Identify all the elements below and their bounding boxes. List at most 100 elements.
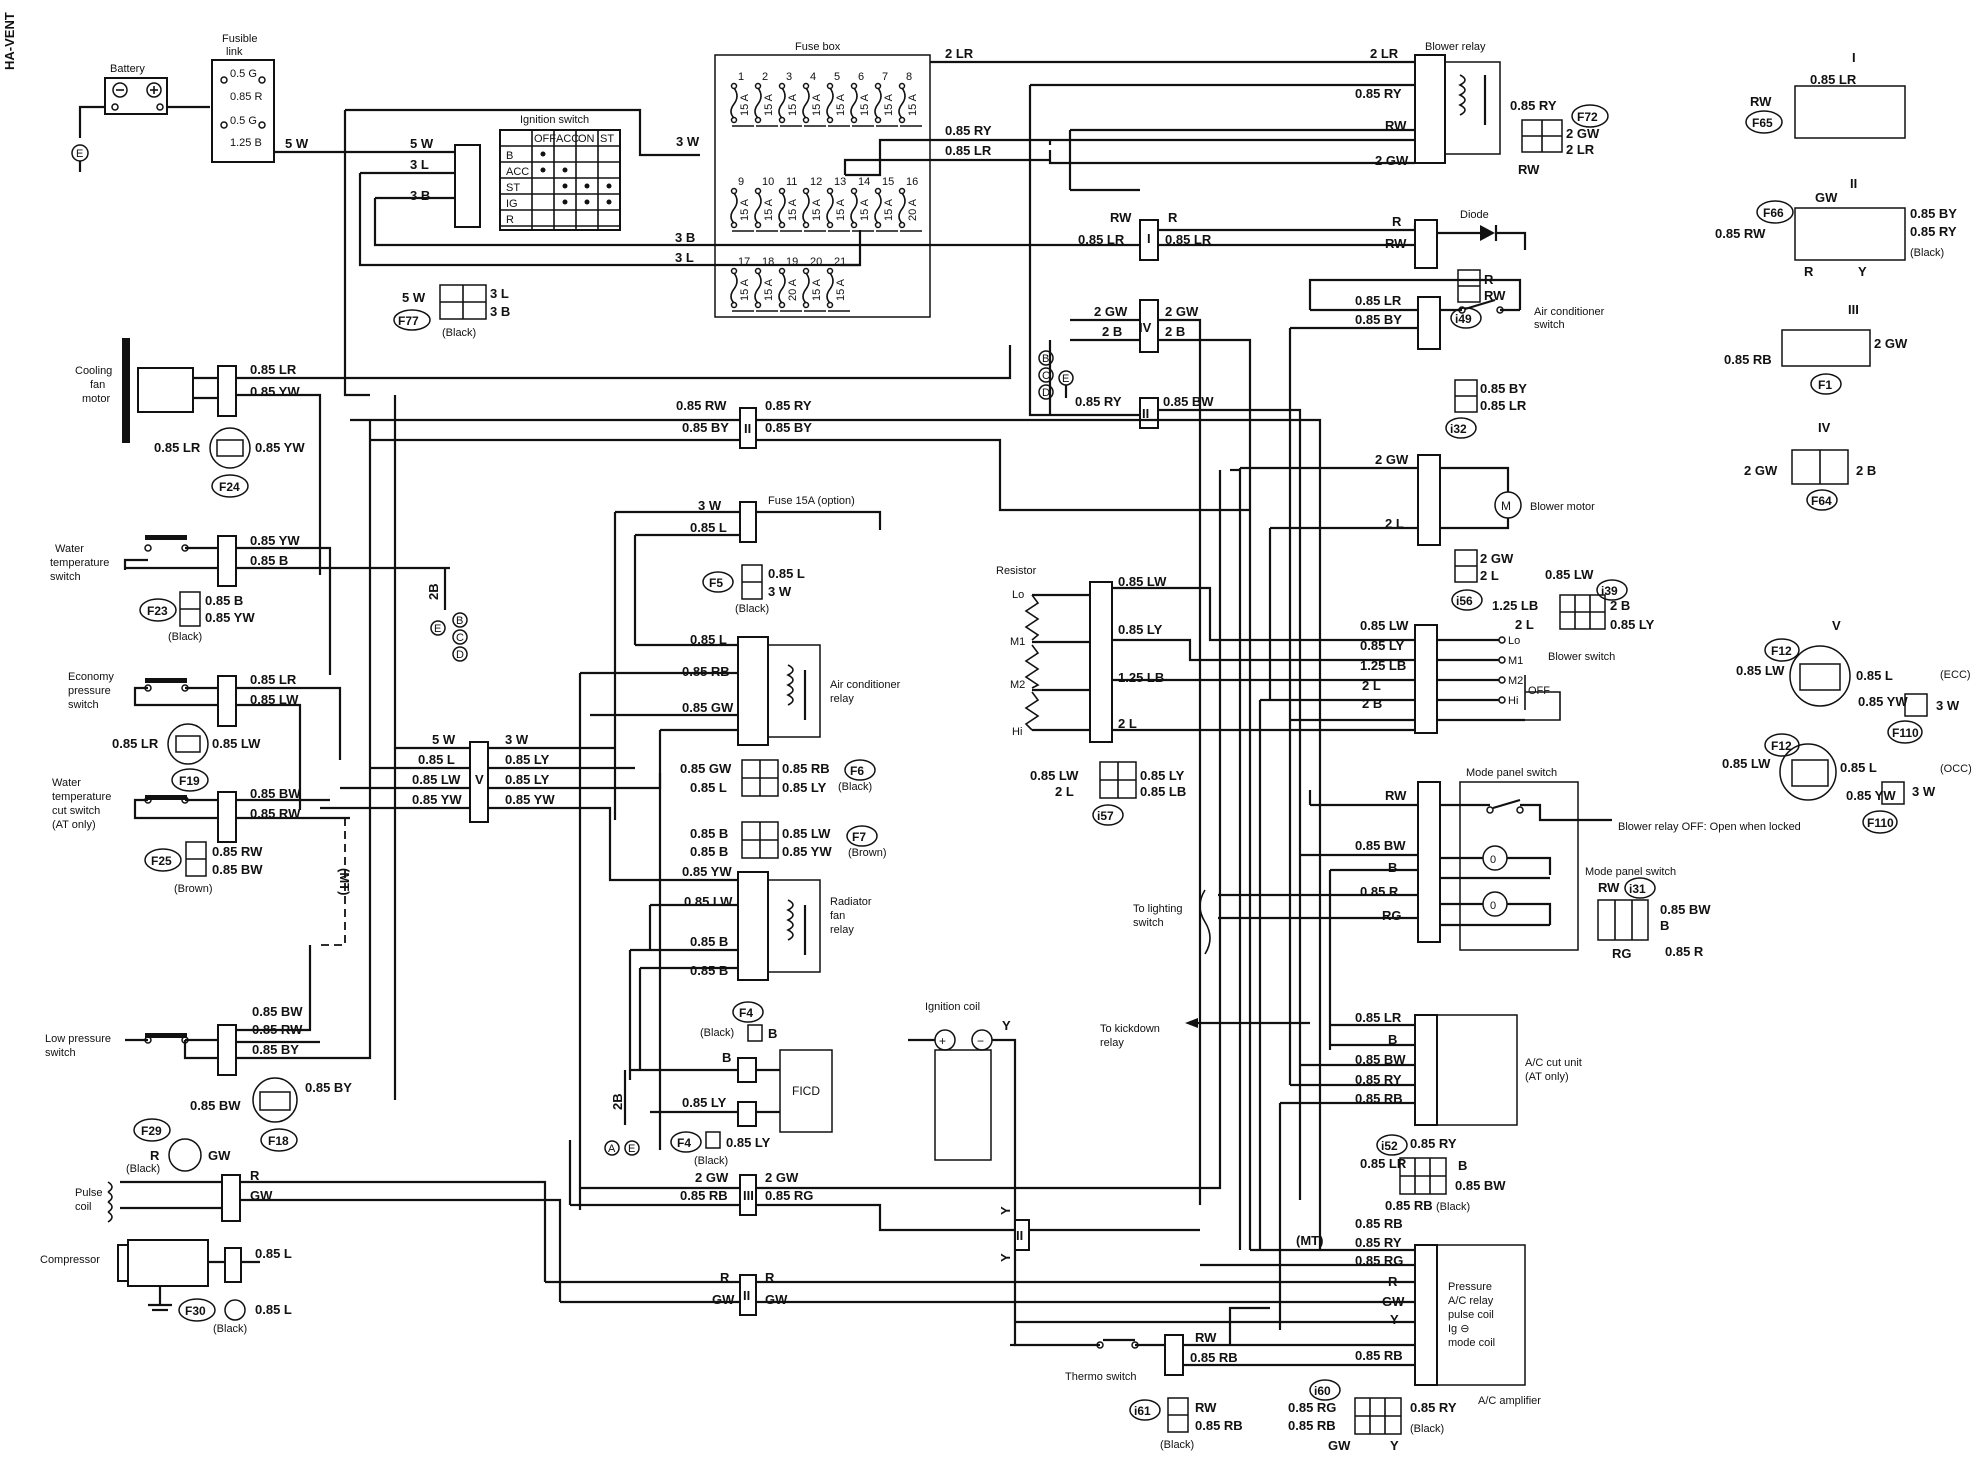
svg-text:Water: Water	[55, 543, 84, 555]
junction-II-lower: II R R GW GW	[712, 1270, 788, 1316]
svg-text:0.85 BW: 0.85 BW	[190, 1098, 241, 1113]
svg-text:RW: RW	[1195, 1400, 1217, 1415]
svg-text:RW: RW	[1385, 118, 1407, 133]
svg-text:To lighting: To lighting	[1133, 903, 1183, 915]
svg-text:B: B	[722, 1050, 731, 1065]
svg-text:5 W: 5 W	[432, 732, 456, 747]
svg-text:0.85 B: 0.85 B	[690, 963, 728, 978]
ground-ebcd: E B C D	[430, 612, 468, 662]
svg-text:2 LR: 2 LR	[1566, 142, 1595, 157]
svg-text:Economy: Economy	[68, 671, 114, 683]
svg-text:Radiator: Radiator	[830, 896, 872, 908]
fuse-rating: 15 A	[859, 93, 871, 116]
svg-text:0.85 L: 0.85 L	[768, 566, 805, 581]
svg-text:Blower switch: Blower switch	[1548, 651, 1615, 663]
svg-text:0.85 LW: 0.85 LW	[782, 826, 831, 841]
water-temperature-switch: Water temperature switch	[50, 535, 237, 587]
fuse-number: 13	[834, 176, 846, 188]
fuse-number: 18	[762, 256, 774, 268]
svg-text:II: II	[1142, 406, 1149, 421]
svg-text:F65: F65	[1752, 116, 1773, 130]
svg-text:i31: i31	[1629, 882, 1646, 896]
svg-text:Mode panel switch: Mode panel switch	[1466, 767, 1557, 779]
svg-text:0.85 LW: 0.85 LW	[250, 692, 299, 707]
svg-text:B: B	[1042, 353, 1049, 365]
fuse-number: 4	[810, 71, 816, 83]
svg-text:0.85 LW: 0.85 LW	[1030, 768, 1079, 783]
svg-text:2 B: 2 B	[1610, 598, 1630, 613]
svg-text:2 GW: 2 GW	[1094, 304, 1128, 319]
svg-text:GW: GW	[1328, 1438, 1351, 1453]
svg-text:(Black): (Black)	[1910, 247, 1944, 259]
svg-text:0.85 RB: 0.85 RB	[1385, 1198, 1433, 1213]
svg-text:5 W: 5 W	[410, 136, 434, 151]
svg-text:Lo: Lo	[1508, 635, 1520, 647]
blower-switch: Blower switch Lo M1 M2 Hi OFF	[1414, 624, 1615, 734]
svg-text:RW: RW	[1484, 288, 1506, 303]
fuse-rating: 15 A	[883, 198, 895, 221]
svg-text:0.85 BY: 0.85 BY	[1355, 312, 1402, 327]
svg-text:0.85 YW: 0.85 YW	[505, 792, 555, 807]
svg-text:fan: fan	[90, 379, 105, 391]
svg-text:I: I	[1147, 231, 1151, 246]
svg-text:II: II	[1850, 176, 1857, 191]
fuse-number: 11	[786, 176, 797, 188]
fuse-number: 6	[858, 71, 864, 83]
svg-text:0.85 BW: 0.85 BW	[212, 862, 263, 877]
svg-text:B: B	[456, 615, 463, 627]
fuse-number: 2	[762, 71, 768, 83]
svg-text:2 L: 2 L	[1055, 784, 1074, 799]
svg-text:2 L: 2 L	[1362, 678, 1381, 693]
svg-text:M2: M2	[1508, 675, 1523, 687]
svg-text:(Black): (Black)	[1410, 1423, 1444, 1435]
svg-text:(OCC): (OCC)	[1940, 763, 1972, 775]
svg-text:0: 0	[1490, 854, 1496, 866]
connector-f6: 0.85 GW 0.85 L 0.85 RB 0.85 LY F6 (Black…	[680, 759, 876, 797]
svg-text:Y: Y	[1390, 1438, 1399, 1453]
svg-text:2 GW: 2 GW	[1744, 463, 1778, 478]
svg-text:0.85 BY: 0.85 BY	[1480, 381, 1527, 396]
svg-text:3 L: 3 L	[490, 286, 509, 301]
svg-text:0.85 LY: 0.85 LY	[1360, 638, 1405, 653]
fuse-number: 9	[738, 176, 744, 188]
svg-text:0: 0	[1490, 900, 1496, 912]
svg-text:Fuse box: Fuse box	[795, 41, 841, 53]
svg-text:0.85 LW: 0.85 LW	[684, 894, 733, 909]
svg-text:−: −	[977, 1034, 984, 1048]
ignition-col-2: ON	[578, 133, 595, 145]
svg-text:0.85 LR: 0.85 LR	[1355, 293, 1402, 308]
svg-text:Y: Y	[1390, 1312, 1399, 1327]
svg-text:II: II	[743, 1288, 750, 1303]
svg-text:3 B: 3 B	[410, 188, 430, 203]
svg-text:3 W: 3 W	[1936, 698, 1960, 713]
ignition-contact	[562, 167, 568, 173]
fuse-rating: 15 A	[859, 198, 871, 221]
ignition-row-2: ST	[506, 182, 520, 194]
svg-text:0.85 RW: 0.85 RW	[250, 806, 301, 821]
svg-text:Mode panel switch: Mode panel switch	[1585, 866, 1676, 878]
svg-text:M: M	[1501, 499, 1511, 513]
ac-cut-unit: A/C cut unit (AT only)	[1414, 1014, 1582, 1126]
fuse-rating: 15 A	[739, 198, 751, 221]
svg-text:Pulse: Pulse	[75, 1187, 103, 1199]
fuse-number: 17	[738, 256, 750, 268]
svg-text:(Black): (Black)	[1160, 1439, 1194, 1451]
svg-text:0.85 RY: 0.85 RY	[765, 398, 812, 413]
svg-text:0.85 RY: 0.85 RY	[1910, 224, 1957, 239]
connector-view-V: V F12 0.85 LW 0.85 L 0.85 YW 3 W (ECC) F…	[1722, 618, 1972, 834]
svg-text:0.85 LY: 0.85 LY	[1140, 768, 1185, 783]
connector-f5: F5 0.85 L 3 W (Black)	[702, 564, 805, 615]
fuse-number: 1	[738, 71, 744, 83]
svg-text:II: II	[1016, 1228, 1023, 1243]
svg-text:I: I	[1852, 50, 1856, 65]
svg-text:F64: F64	[1811, 494, 1832, 508]
connector-i60: i60 0.85 RG 0.85 RB 0.85 RY GW Y (Black)	[1288, 1379, 1457, 1453]
svg-text:F12: F12	[1771, 644, 1792, 658]
svg-text:0.5 G: 0.5 G	[230, 68, 257, 80]
svg-text:0.85 GW: 0.85 GW	[680, 761, 732, 776]
svg-text:0.85 YW: 0.85 YW	[255, 440, 305, 455]
svg-text:R: R	[720, 1270, 730, 1285]
svg-text:0.85 BY: 0.85 BY	[765, 420, 812, 435]
connector-view-IV: IV 2 GW 2 B F64	[1744, 420, 1876, 511]
